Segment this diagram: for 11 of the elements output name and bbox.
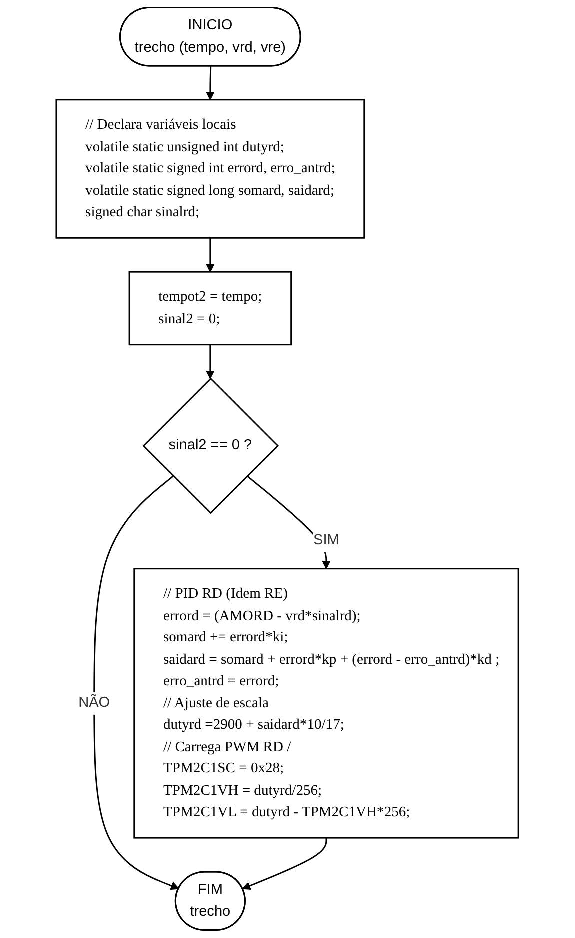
- node-diamond: sinal2 == 0 ?: [142, 378, 280, 514]
- node-box: tempot2 = tempo; sinal2 = 0;: [128, 271, 292, 346]
- edge-label: NÃO: [78, 694, 110, 711]
- arrow: [94, 476, 180, 890]
- node-box: // Declara variáveis locais volatile static unsigned int dutyrd; volatile static signed int errord, erro_antrd; volatile static signed long somard, saidard; signed char sinalrd;: [56, 99, 366, 239]
- arrow: [206, 66, 215, 100]
- edge-label: SIM: [314, 532, 340, 549]
- arrow: [242, 838, 328, 890]
- arrow: [206, 238, 215, 272]
- node-box: // PID RD (Idem RE) errord = (AMORD - vrd*sinalrd); somard += errord*ki; saidard = somard + errord*kp + (errord - erro_antrd)*kd ; erro_antrd = errord; // Ajuste de escala dutyrd =2900 + saidard*10/17; // Carrega PWM RD / TPM2C1SC = 0x28; TPM2C1VH = dutyrd/256; TPM2C1VL = dutyrd - TPM2C1VH*256;: [134, 568, 520, 839]
- arrow: [206, 344, 215, 380]
